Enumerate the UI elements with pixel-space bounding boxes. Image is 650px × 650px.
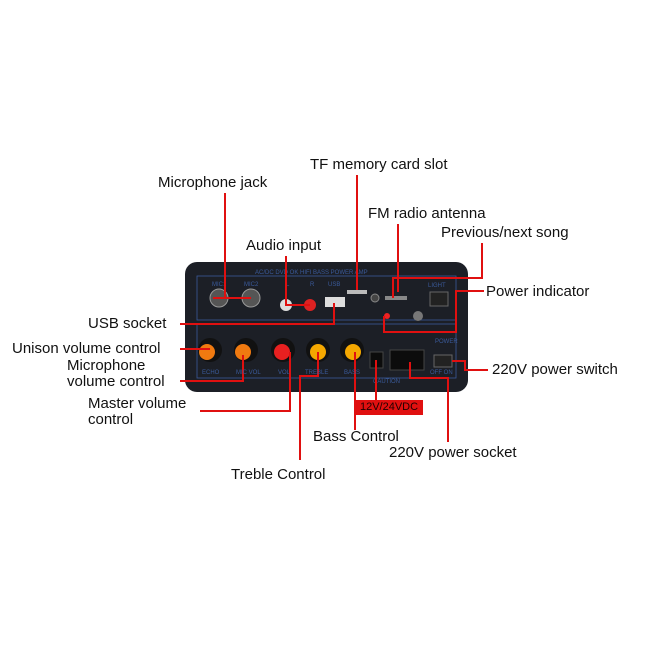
callout-bass: Bass Control [313,428,399,445]
callout-mic-volume-line1: Microphone [67,357,146,374]
power-label: POWER [435,339,458,345]
power-switch [433,354,453,368]
off-on-label: OFF ON [430,370,453,376]
knob-label: VOL [278,370,291,376]
tf-slot [347,290,367,294]
panel-header: AC/DC DVD OK HIFI BASS POWER AMP [255,270,368,276]
mic-vol-knob [235,344,251,360]
knob-label: ECHO [202,370,220,376]
light-label: LIGHT [428,283,446,289]
callout-dc-input: 12V/24VDC [355,400,423,415]
callout-unison-volume: Unison volume control [12,340,161,357]
knob-label: TREBLE [305,370,328,376]
callout-usb-socket: USB socket [88,315,167,332]
ac-socket [389,349,425,371]
knob-label: MIC VOL [236,370,261,376]
callout-fm-antenna: FM radio antenna [368,205,486,222]
callout-master-volume-line1: Master volume [88,395,187,412]
echo-knob [199,344,215,360]
mic2-label: MIC2 [244,282,259,288]
callout-treble: Treble Control [231,466,326,483]
callout-mic-jack: Microphone jack [158,174,268,191]
l-label: L [286,282,290,288]
callout-power-indicator: Power indicator [486,283,590,300]
mic1-label: MIC1 [212,282,227,288]
usb-label: USB [328,282,340,288]
light-switch [429,291,449,307]
r-label: R [310,282,315,288]
callout-audio-input: Audio input [246,237,322,254]
vol-knob [274,344,290,360]
power-led [384,313,390,319]
caution-label: CAUTION [373,379,400,385]
callout-lines [180,175,488,460]
callout-power-switch: 220V power switch [492,361,618,378]
callout-mic-volume-line2: volume control [67,373,165,390]
callout-power-socket: 220V power socket [389,444,517,461]
callout-prev-next: Previous/next song [441,224,569,241]
bass-knob [345,344,361,360]
knob-label: BASS [344,370,360,376]
callout-master-volume-line2: control [88,411,134,428]
usb-port [325,297,345,307]
callout-tf-slot: TF memory card slot [310,156,448,173]
prev-next-buttons [385,296,407,300]
